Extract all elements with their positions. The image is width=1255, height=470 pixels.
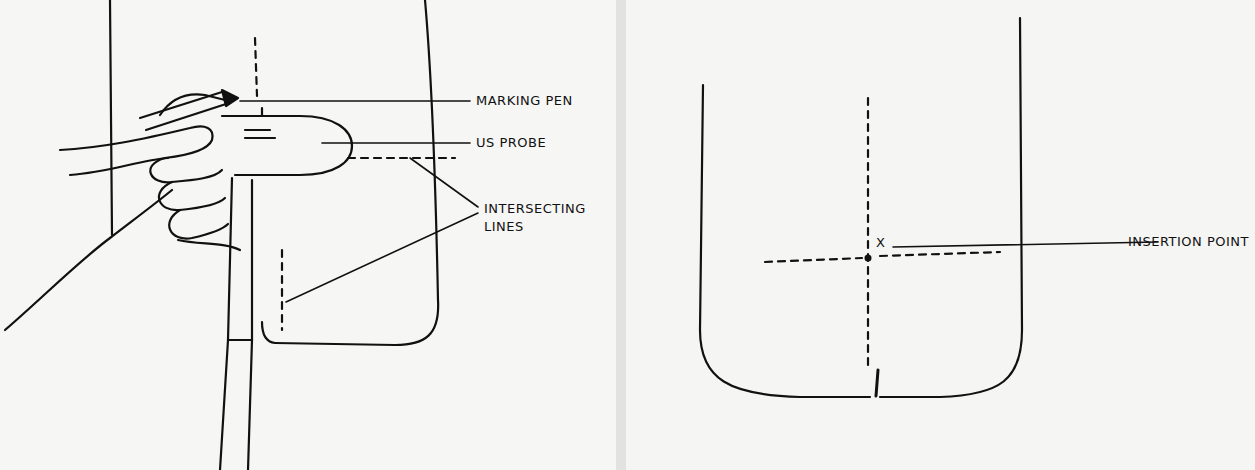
part-label: MARKING PEN — [476, 92, 573, 110]
dashed-line — [281, 250, 283, 330]
body-outline — [110, 0, 112, 235]
gluteal-cleft — [262, 322, 275, 343]
leader-line — [240, 100, 470, 102]
part-label: US PROBE — [476, 134, 546, 152]
dashed-line — [867, 98, 869, 365]
leader-line — [322, 142, 470, 144]
hand-thumb — [60, 127, 213, 159]
dashed-line — [255, 38, 262, 116]
hand-finger — [160, 94, 225, 115]
part-label: INSERTION POINT — [1128, 233, 1249, 251]
point-mark: X — [876, 234, 885, 252]
body-outline — [880, 18, 1022, 397]
body-outline — [275, 0, 438, 345]
pen-tip — [222, 90, 238, 106]
insertion-dot — [865, 255, 872, 262]
hand-outline — [5, 190, 172, 330]
paper-right — [626, 0, 1255, 470]
marking-pen — [140, 92, 226, 130]
hand-finger — [150, 158, 222, 182]
us-probe — [222, 116, 352, 175]
gluteal-cleft — [876, 370, 878, 396]
dashed-line — [348, 157, 455, 159]
leader-line — [893, 242, 1158, 247]
dashed-line — [765, 252, 1000, 262]
us-probe — [245, 130, 275, 138]
body-outline — [700, 85, 870, 397]
hand-finger — [169, 210, 228, 239]
hand-outline — [70, 158, 168, 175]
leader-line — [410, 158, 478, 207]
probe-cable — [220, 178, 252, 470]
paper-left — [0, 0, 616, 470]
hand-finger — [159, 182, 225, 210]
leader-line — [286, 213, 478, 302]
probe-cable — [228, 339, 252, 341]
part-label: INTERSECTING LINES — [484, 200, 602, 235]
